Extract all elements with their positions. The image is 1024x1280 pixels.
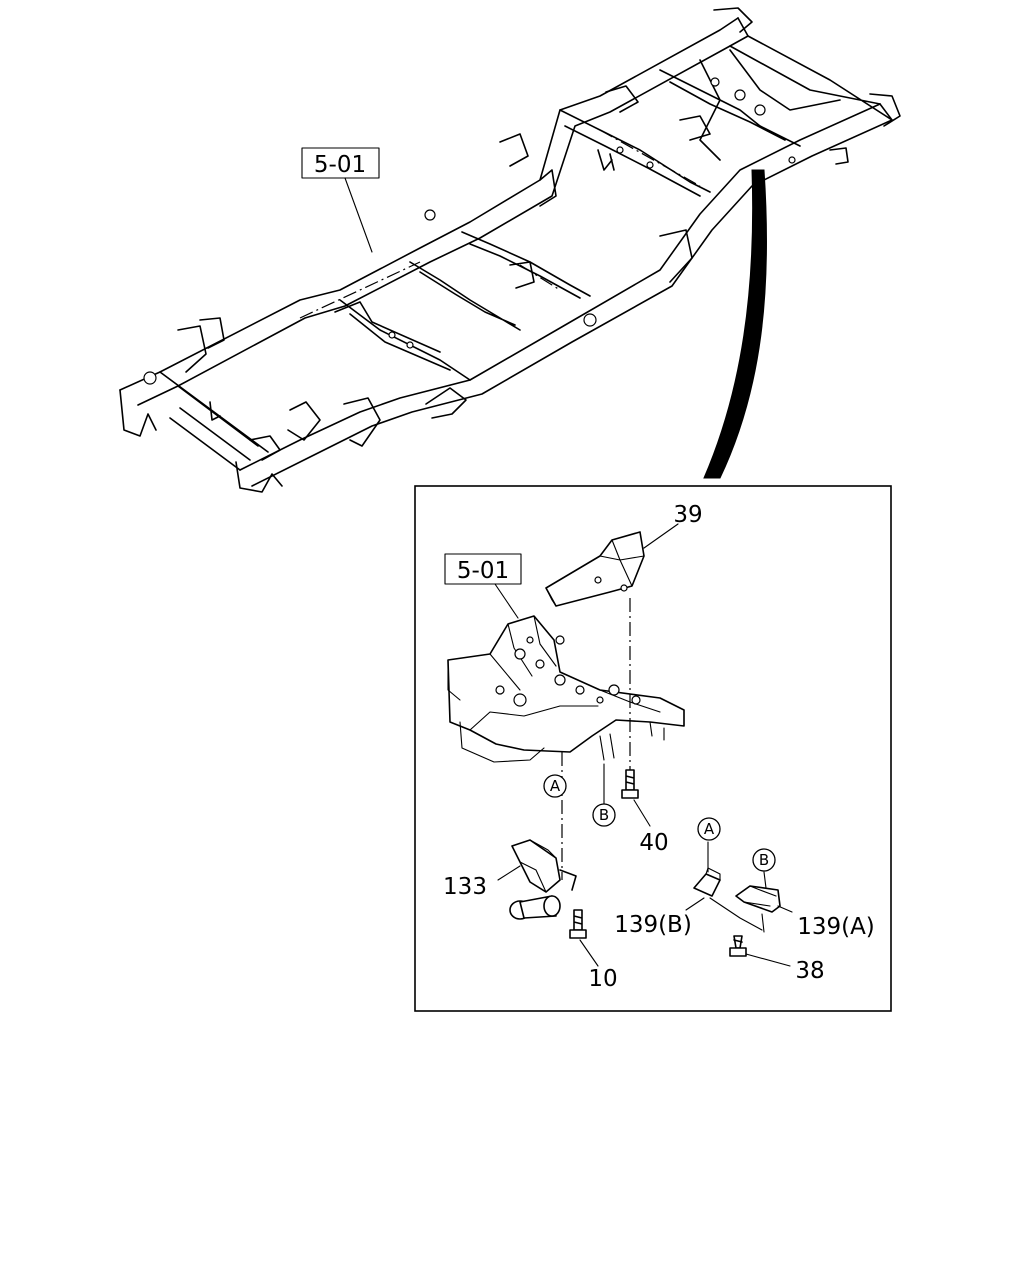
ref-label-detail-text: 5-01 bbox=[457, 558, 509, 584]
callout-133: 133 bbox=[443, 874, 487, 900]
ref-label-main: 5-01 bbox=[301, 147, 380, 253]
part-38-screw: 38 bbox=[729, 935, 825, 984]
x-crossmember-detail bbox=[447, 615, 685, 763]
clip-connector-line-2 bbox=[761, 913, 765, 933]
ref-label-main-text: 5-01 bbox=[314, 152, 366, 178]
svg-text:B: B bbox=[759, 851, 769, 869]
callout-40: 40 bbox=[639, 830, 668, 856]
callout-38: 38 bbox=[795, 958, 824, 984]
detail-leader-arrow bbox=[703, 169, 768, 479]
part-10-bolt: 10 bbox=[569, 909, 618, 992]
part-40-bolt: 40 bbox=[621, 769, 669, 856]
callout-139a: 139(A) bbox=[797, 914, 875, 940]
svg-text:A: A bbox=[704, 820, 715, 838]
detail-inset-frame bbox=[414, 485, 892, 1012]
ref-label-detail: 5-01 bbox=[444, 553, 522, 619]
svg-text:B: B bbox=[599, 806, 609, 824]
marker-b-lower: B bbox=[752, 848, 776, 872]
part-139a-clip: 139(A) bbox=[735, 871, 875, 940]
part-39-bracket: 39 bbox=[545, 502, 703, 607]
chassis-frame-drawing bbox=[119, 7, 901, 493]
callout-139b: 139(B) bbox=[614, 912, 692, 938]
marker-b-upper: B bbox=[592, 803, 616, 827]
callout-39: 39 bbox=[673, 502, 702, 528]
callout-10: 10 bbox=[588, 966, 617, 992]
marker-a-lower: A bbox=[697, 817, 721, 841]
svg-text:A: A bbox=[550, 777, 561, 795]
marker-a-upper: A bbox=[543, 774, 567, 798]
clip-connector-line bbox=[709, 897, 763, 931]
part-133-mount: 133 bbox=[443, 839, 577, 920]
part-139b-clip: 139(B) bbox=[614, 841, 721, 938]
